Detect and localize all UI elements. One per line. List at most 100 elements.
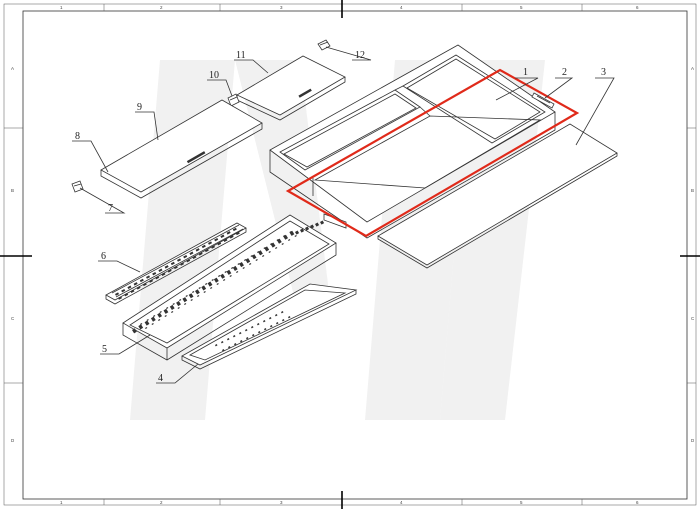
part-3-base-plate (377, 123, 618, 269)
part-2-bracket (531, 92, 555, 109)
perforation-hole (305, 226, 310, 231)
label-part-9: 9 (137, 102, 142, 113)
perforation-hole (198, 286, 201, 290)
perforation-hole (127, 285, 132, 289)
leader-lines (72, 46, 615, 384)
perforation-hole (229, 235, 234, 239)
perforation-hole (124, 292, 129, 297)
perforation-hole (211, 278, 214, 282)
part-6-holes-row-a (115, 227, 237, 296)
perforation-hole (121, 288, 126, 293)
perforation-hole (173, 265, 178, 270)
perforation-hole (226, 338, 230, 341)
label-part-12: 12 (355, 50, 365, 61)
perforation-hole (245, 329, 248, 332)
perforation-hole (172, 302, 175, 306)
part-labels: 1 2 3 4 5 6 7 8 9 10 11 12 (75, 50, 606, 384)
perforation-hole (251, 326, 254, 329)
perforation-hole (224, 270, 227, 274)
label-part-6: 6 (101, 251, 106, 262)
part-1-highlight (285, 68, 580, 238)
perforation-hole (157, 312, 163, 318)
perforation-hole (150, 316, 156, 322)
border-col-1: 1 (60, 5, 63, 10)
perforation-hole (185, 294, 188, 298)
perforation-hole (320, 220, 325, 225)
perforation-hole (183, 254, 188, 259)
perforation-hole (188, 293, 194, 299)
perforation-hole (244, 258, 247, 262)
perforation-hole (281, 311, 284, 314)
perforation-hole (258, 331, 261, 334)
border-col-2-bottom: 2 (160, 500, 163, 505)
perforation-hole (153, 314, 156, 318)
perforation-hole (239, 262, 244, 268)
perforation-hole (192, 290, 195, 294)
perforation-hole (164, 314, 167, 318)
perforation-hole (269, 242, 273, 246)
part-7-clip (71, 180, 84, 193)
perforation-hole (240, 340, 243, 343)
perforation-hole (163, 308, 169, 314)
perforation-hole (115, 292, 120, 296)
perforation-hole (189, 251, 194, 255)
perforation-hole (245, 258, 251, 264)
perforation-hole (195, 248, 200, 252)
border-row-a-right: A (691, 66, 694, 71)
perforation-hole (250, 254, 253, 258)
perforation-hole (170, 261, 175, 266)
perforation-hole (158, 318, 161, 322)
border-col-4: 4 (400, 5, 403, 10)
perforation-hole (276, 322, 279, 325)
part-9-cover (100, 99, 263, 199)
perforation-hole (177, 306, 180, 310)
perforation-hole (220, 341, 224, 344)
perforation-hole (210, 286, 213, 290)
perforation-hole (226, 269, 232, 275)
perforation-hole (256, 323, 260, 326)
label-part-10: 10 (209, 70, 219, 81)
perforation-hole (237, 262, 240, 266)
perforation-hole (136, 286, 141, 290)
part-4-holes-b (221, 316, 291, 352)
border-col-5: 5 (520, 5, 523, 10)
border-row-d: D (11, 438, 15, 443)
perforation-hole (190, 298, 193, 302)
perforation-hole (226, 231, 231, 235)
perforation-hole (201, 285, 207, 291)
perforation-hole (233, 335, 236, 338)
perforation-hole (152, 271, 157, 276)
perforation-hole (118, 296, 123, 300)
perforation-hole (192, 255, 197, 259)
perforation-hole (145, 326, 148, 330)
label-part-1: 1 (523, 67, 528, 78)
perforation-hole (246, 337, 249, 340)
perforation-hole (159, 310, 162, 314)
perforation-hole (176, 258, 182, 262)
border-col-2: 2 (160, 5, 163, 10)
perforation-hole (249, 262, 252, 266)
perforation-hole (210, 245, 216, 249)
border-row-d-right: D (691, 438, 695, 443)
perforation-hole (161, 272, 166, 276)
label-part-5: 5 (102, 344, 107, 355)
perforation-hole (294, 234, 297, 238)
perforation-hole (223, 278, 226, 282)
perforation-hole (268, 250, 271, 254)
perforation-hole (263, 320, 266, 323)
perforation-hole (196, 294, 200, 298)
perforation-hole (179, 298, 182, 302)
part-6-holes-row-b (118, 231, 240, 300)
part-4-frame (181, 283, 358, 370)
upper-tray-assembly (269, 44, 556, 239)
perforation-hole (275, 314, 278, 317)
perforation-hole (283, 234, 286, 238)
perforation-hole (213, 277, 219, 283)
perforation-hole (133, 282, 138, 286)
label-part-11: 11 (236, 50, 246, 61)
perforation-hole (169, 304, 175, 310)
border-col-6: 6 (636, 5, 639, 10)
perforation-hole (281, 242, 284, 246)
